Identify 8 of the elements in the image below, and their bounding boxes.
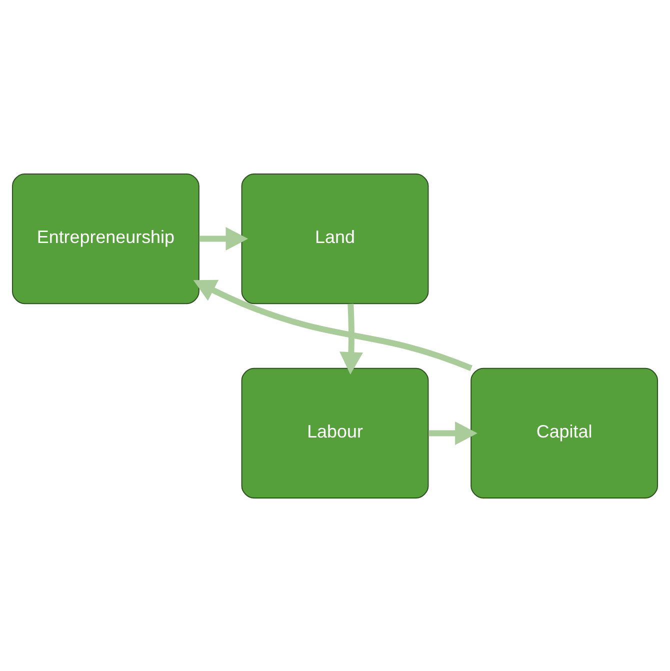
arrow: [199, 226, 248, 250]
node-box: Land: [241, 173, 429, 304]
arrow: [428, 420, 478, 444]
arrow: [193, 279, 472, 371]
node-box: Capital: [470, 367, 658, 498]
node-box: Entrepreneurship: [12, 173, 200, 304]
arrow: [340, 303, 364, 374]
node-box: Labour: [241, 367, 429, 498]
